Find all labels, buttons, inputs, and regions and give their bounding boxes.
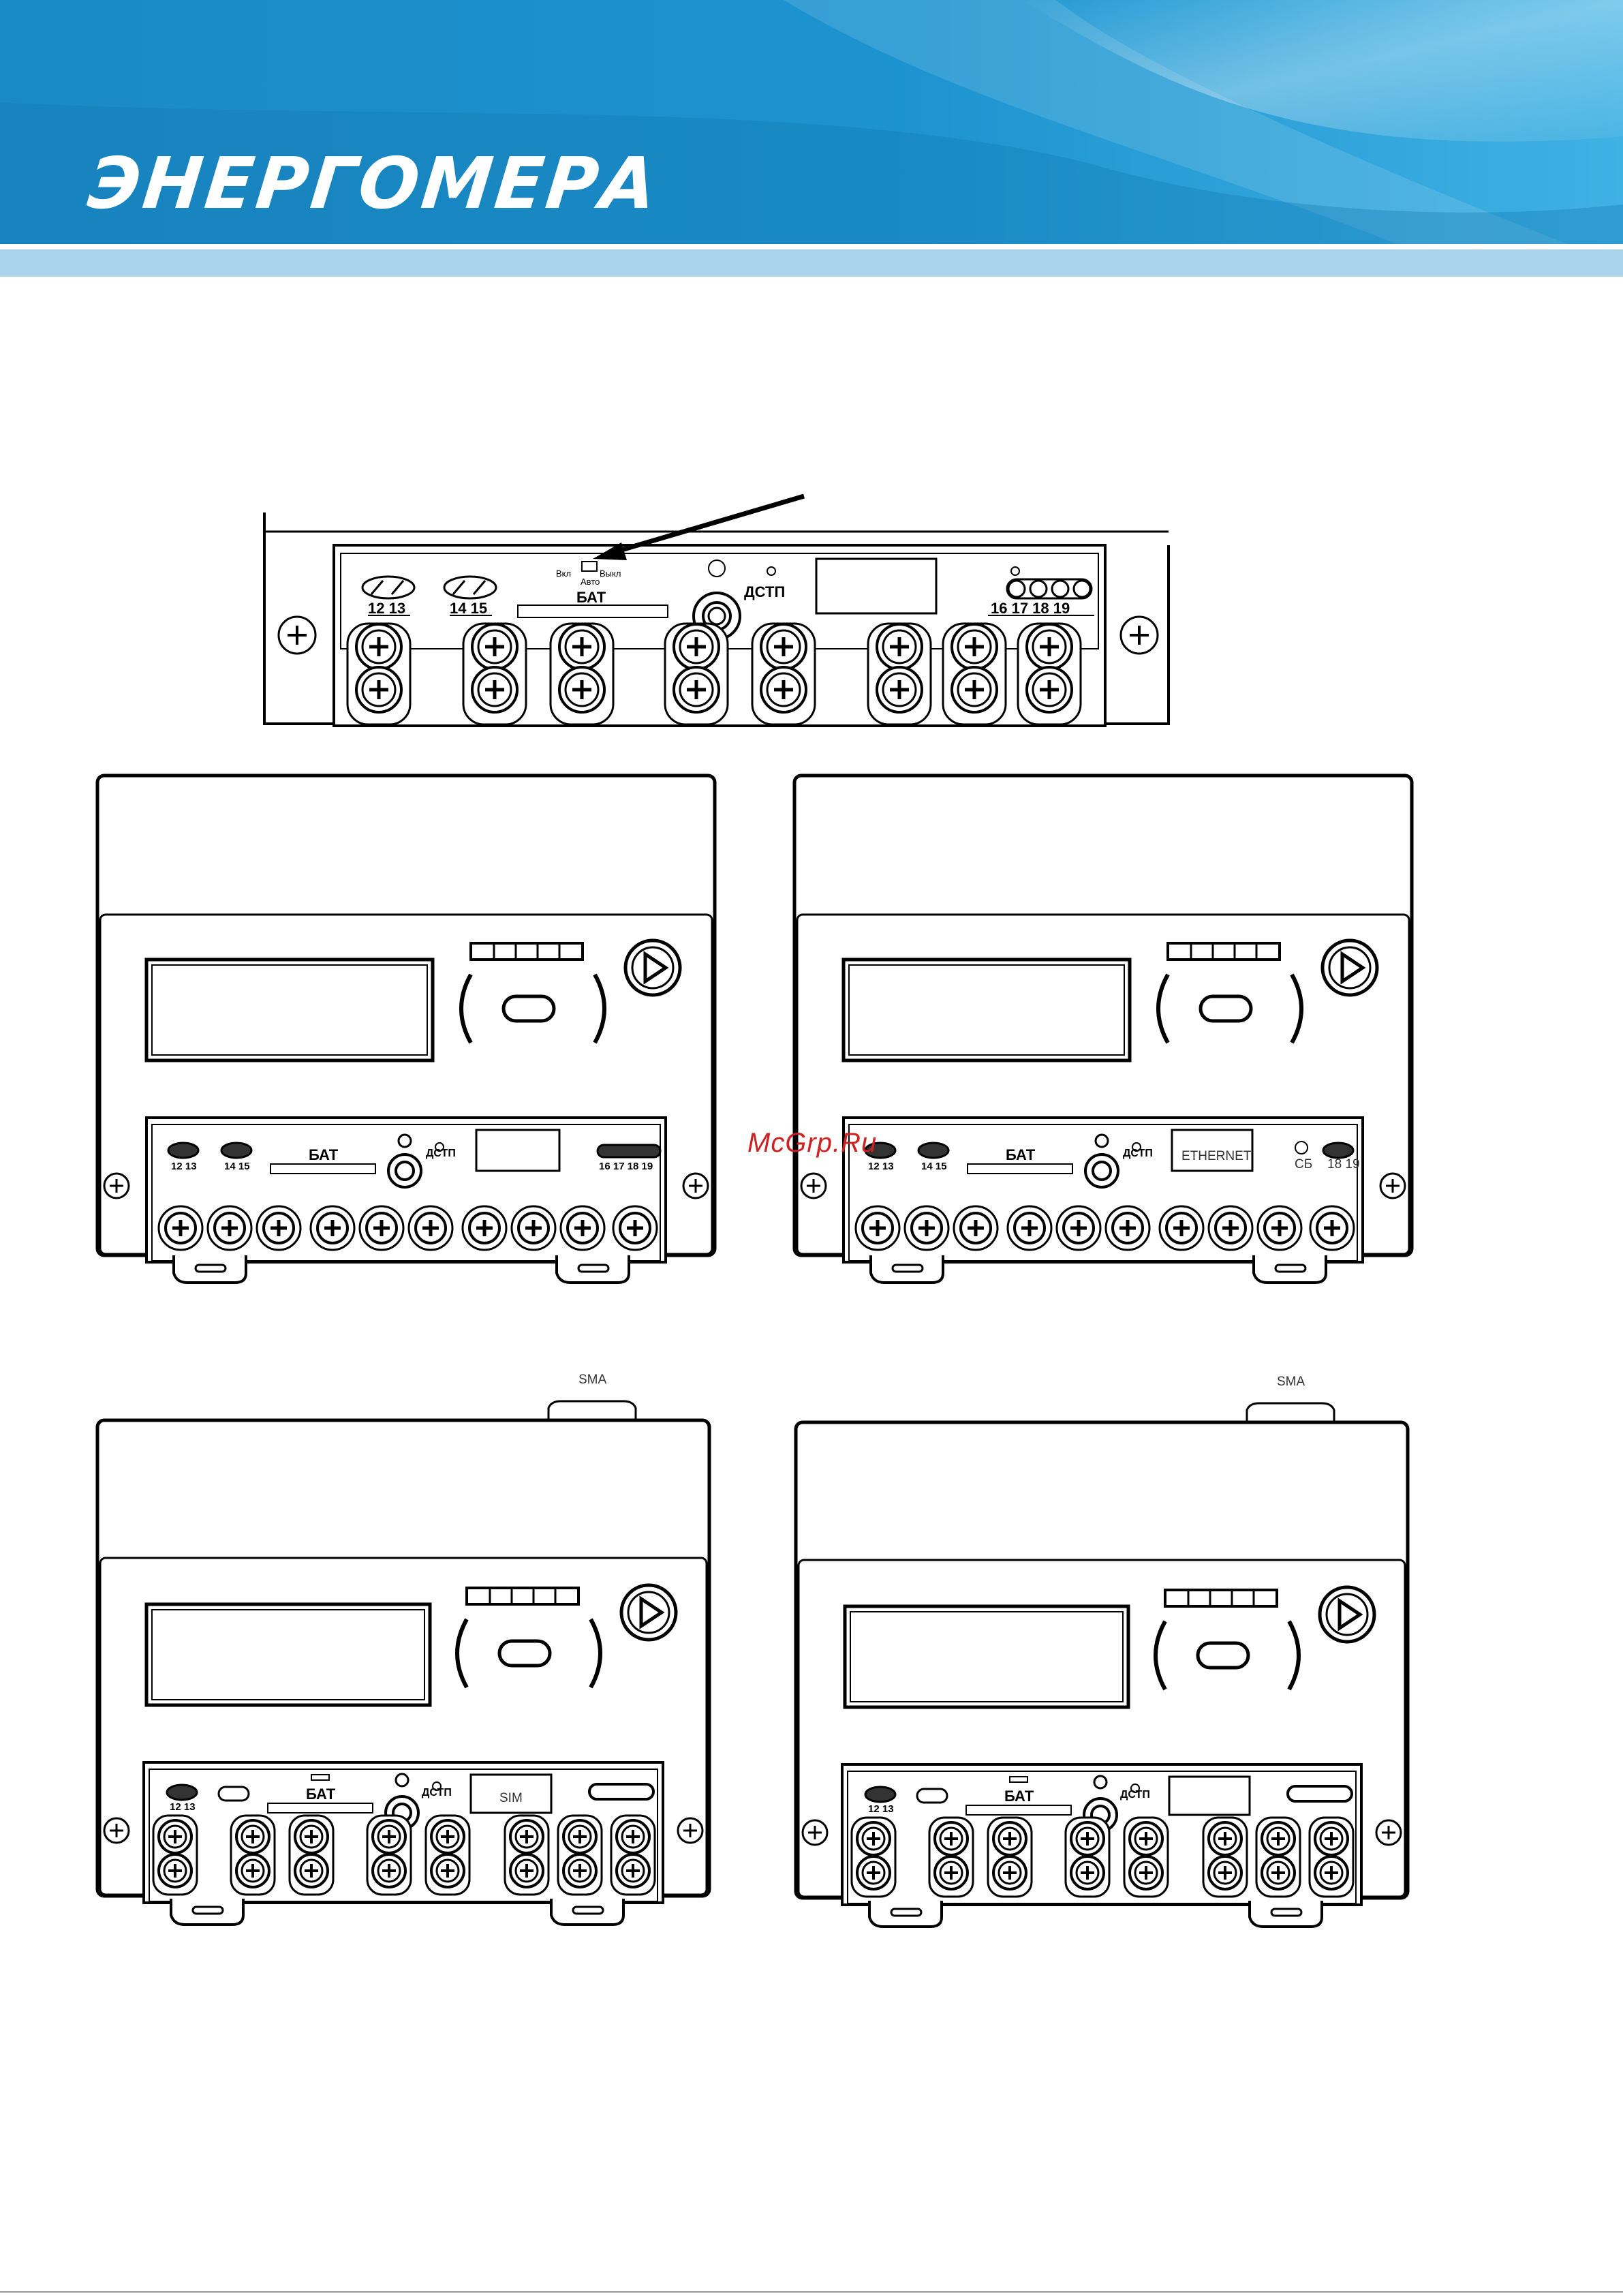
led-indicator-bar — [1165, 1590, 1277, 1606]
bat-label: БАТ — [1004, 1788, 1034, 1805]
side-screw-right — [1121, 617, 1158, 654]
terminal-label-14-15: 14 15 — [450, 600, 487, 617]
bat-label: БАТ — [576, 589, 606, 606]
module-slot — [1169, 1777, 1250, 1815]
brand-logo: ЭНЕРГОМЕРА — [84, 142, 663, 225]
terminal-label-12-13: 12 13 — [171, 1161, 197, 1172]
terminal-label-12-13: 12 13 — [868, 1161, 894, 1172]
small-terminals-12-13: 12 13 — [362, 577, 414, 617]
led-label: СБ — [1295, 1157, 1312, 1172]
switch-label-on: Вкл — [556, 568, 571, 579]
dstp-label: ДСТП — [426, 1148, 456, 1159]
dstp-label: ДСТП — [422, 1787, 452, 1798]
lcd-display — [146, 1604, 430, 1705]
scroll-button — [625, 940, 680, 995]
bat-label: БАТ — [306, 1786, 336, 1803]
switch-label-off: Выкл — [600, 568, 621, 579]
meter-c: SMA 12 13 БАТ — [92, 1363, 726, 1942]
watermark: McGrp.Ru — [747, 1128, 877, 1159]
sim-slot: SIM — [471, 1775, 551, 1813]
terminal-label-14-15: 14 15 — [921, 1161, 947, 1172]
sma-antenna: SMA — [1247, 1375, 1334, 1421]
meter-b: 12 13 14 15 БАТ ДСТП ETHERNET СБ 18 19 — [789, 770, 1423, 1295]
terminal-label-18-19: 18 19 — [1327, 1157, 1360, 1172]
sma-label: SMA — [1277, 1375, 1305, 1389]
meter-d: SMA 12 13 БАТ — [790, 1365, 1424, 1944]
bat-label: БАТ — [1006, 1146, 1036, 1163]
lcd-display — [146, 960, 433, 1060]
sma-antenna: SMA — [548, 1373, 636, 1419]
scroll-button — [621, 1585, 676, 1640]
scroll-button — [1320, 1587, 1374, 1642]
switch-label-auto: Авто — [581, 577, 600, 587]
dstp-label: ДСТП — [1123, 1148, 1153, 1159]
header-band: ЭНЕРГОМЕРА — [0, 0, 1623, 279]
terminal-label-12-13: 12 13 — [368, 600, 405, 617]
terminal-label-14-15: 14 15 — [224, 1161, 250, 1172]
terminal-label-12-13: 12 13 — [868, 1803, 894, 1815]
dstp-label: ДСТП — [1120, 1789, 1150, 1801]
main-terminals — [347, 624, 1081, 724]
meter-a: 12 13 14 15 БАТ ДСТП 16 17 18 19 — [92, 770, 726, 1295]
sim-label: SIM — [499, 1791, 523, 1805]
sma-label: SMA — [578, 1373, 607, 1387]
page-bottom-rule — [0, 2291, 1623, 2293]
ethernet-label: ETHERNET — [1181, 1149, 1252, 1163]
ethernet-module: ETHERNET — [1172, 1130, 1252, 1171]
lcd-display — [844, 960, 1130, 1060]
battery-switch: Вкл Авто Выкл БАТ — [518, 562, 668, 617]
terminals-16-19: 16 17 18 19 — [988, 567, 1094, 617]
terminal-label-16-19: 16 17 18 19 — [991, 600, 1070, 617]
small-terminals-14-15: 14 15 — [444, 577, 496, 617]
dstp-label: ДСТП — [744, 583, 785, 600]
terminal-label-16-19: 16 17 18 19 — [599, 1161, 653, 1172]
led-indicator-bar — [467, 1588, 578, 1604]
led-indicator-bar — [1168, 943, 1280, 960]
terminal-label-12-13: 12 13 — [170, 1801, 196, 1813]
scroll-button — [1323, 940, 1377, 995]
bat-label: БАТ — [309, 1146, 339, 1163]
led-indicator-bar — [471, 943, 583, 960]
side-screw-left — [279, 617, 315, 654]
terminal-block-detail: 12 13 14 15 Вкл Авто Выкл БАТ ДСТП — [259, 477, 1179, 736]
lcd-display — [845, 1606, 1128, 1707]
